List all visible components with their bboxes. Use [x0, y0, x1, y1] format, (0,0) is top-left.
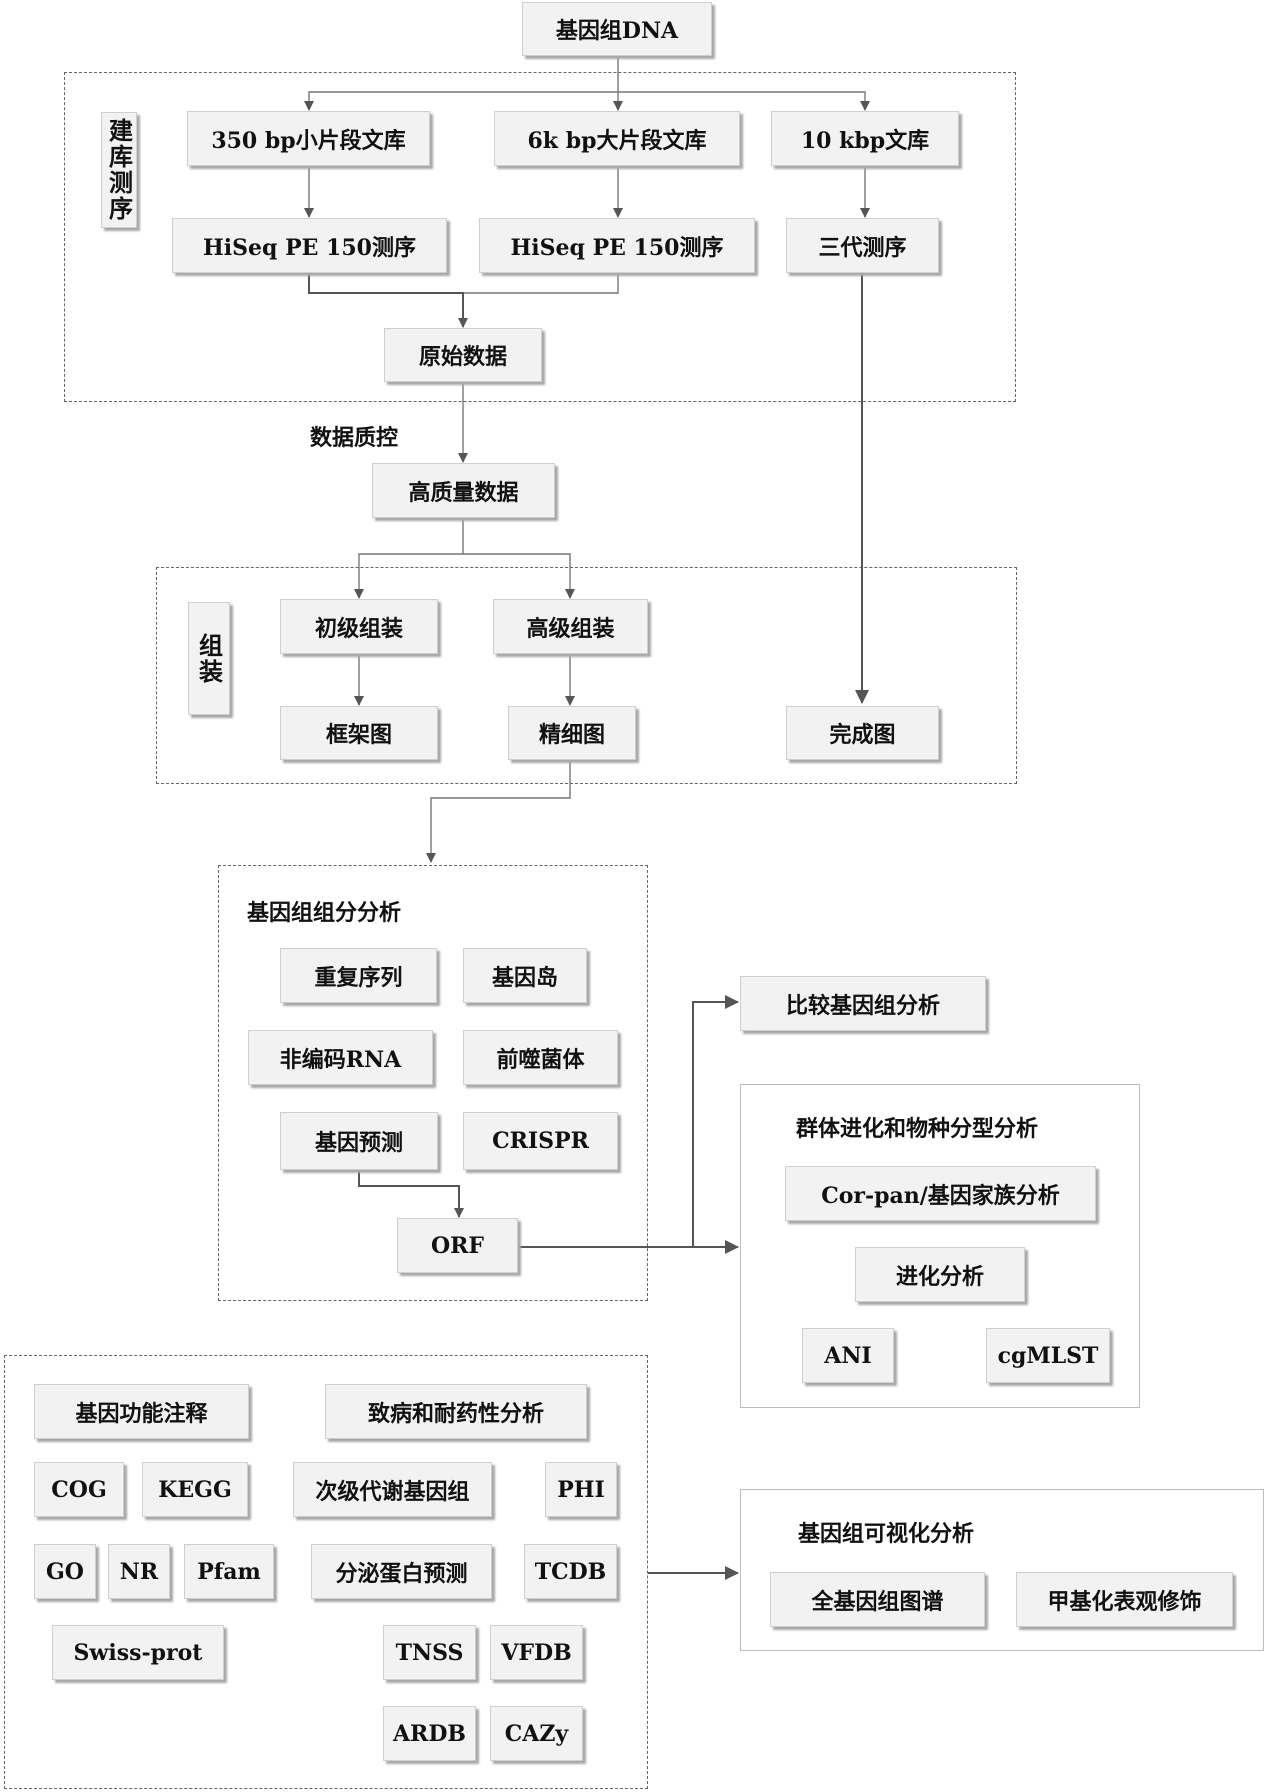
go-node: GO — [34, 1544, 96, 1599]
functional-annotation-node: 基因功能注释 — [34, 1384, 249, 1439]
comparative-genomics-node: 比较基因组分析 — [740, 976, 986, 1031]
component-analysis-title: 基因组组分分析 — [247, 900, 402, 926]
assembly-label: 组装 — [188, 602, 230, 715]
cog-node: COG — [34, 1462, 124, 1517]
genomic-islands-node: 基因岛 — [463, 948, 587, 1003]
scaffold-map-node: 框架图 — [280, 706, 438, 760]
prophage-node: 前噬菌体 — [463, 1030, 618, 1085]
library-sequencing-label: 建库测序 — [101, 112, 137, 228]
library-sequencing-group — [64, 72, 1016, 402]
assembly-group — [156, 567, 1017, 784]
ardb-node: ARDB — [383, 1706, 476, 1761]
cgmlst-node: cgMLST — [986, 1328, 1110, 1383]
lib-350bp-node: 350 bp小片段文库 — [187, 111, 430, 166]
annotation-group — [4, 1355, 648, 1789]
visualization-title: 基因组可视化分析 — [798, 1521, 975, 1547]
secreted-protein-node: 分泌蛋白预测 — [311, 1544, 492, 1599]
hiseq-seq-b-node: HiSeq PE 150测序 — [479, 218, 755, 273]
genome-dna-node: 基因组DNA — [522, 2, 712, 56]
secondary-metabolism-node: 次级代谢基因组 — [293, 1462, 492, 1517]
evolution-analysis-node: 进化分析 — [855, 1247, 1025, 1302]
vfdb-node: VFDB — [490, 1625, 583, 1680]
crispr-node: CRISPR — [463, 1112, 618, 1170]
pan-genome-node: Cor-pan/基因家族分析 — [785, 1166, 1096, 1221]
complete-map-node: 完成图 — [786, 706, 939, 760]
qc-label: 数据质控 — [310, 425, 399, 451]
fine-map-node: 精细图 — [508, 706, 636, 760]
tcdb-node: TCDB — [524, 1544, 617, 1599]
swissprot-node: Swiss-prot — [52, 1625, 224, 1680]
primary-assembly-node: 初级组装 — [280, 599, 438, 654]
ani-node: ANI — [802, 1328, 894, 1383]
lib-6kbp-node: 6k bp大片段文库 — [494, 111, 740, 166]
whole-genome-map-node: 全基因组图谱 — [770, 1572, 985, 1627]
advanced-assembly-node: 高级组装 — [493, 599, 648, 654]
high-quality-data-node: 高质量数据 — [372, 463, 555, 518]
methylation-node: 甲基化表观修饰 — [1016, 1572, 1233, 1627]
cazy-node: CAZy — [490, 1706, 583, 1761]
gene-prediction-node: 基因预测 — [280, 1112, 438, 1170]
phi-node: PHI — [545, 1462, 617, 1517]
third-gen-seq-node: 三代测序 — [786, 218, 939, 273]
raw-data-node: 原始数据 — [384, 328, 542, 382]
lib-10kbp-node: 10 kbp文库 — [771, 111, 959, 166]
ncrna-node: 非编码RNA — [248, 1030, 433, 1085]
hiseq-seq-a-node: HiSeq PE 150测序 — [172, 218, 447, 273]
tnss-node: TNSS — [383, 1625, 476, 1680]
pfam-node: Pfam — [184, 1544, 274, 1599]
orf-node: ORF — [397, 1218, 518, 1273]
population-analysis-title: 群体进化和物种分型分析 — [796, 1116, 1039, 1142]
component-analysis-group — [218, 865, 648, 1301]
pathogenicity-resistance-node: 致病和耐药性分析 — [325, 1384, 587, 1439]
repeats-node: 重复序列 — [280, 948, 437, 1003]
nr-node: NR — [108, 1544, 170, 1599]
kegg-node: KEGG — [142, 1462, 248, 1517]
